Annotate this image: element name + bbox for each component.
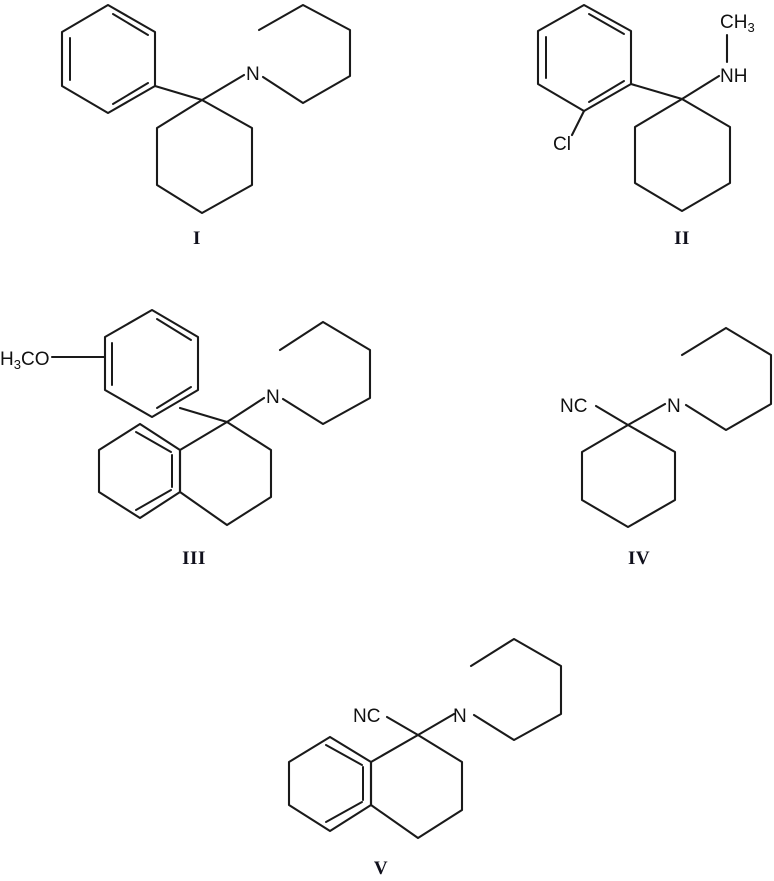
aromatic-ring-V xyxy=(287,735,373,833)
structure-II: Cl NH CH3 xyxy=(536,3,755,213)
cyclohexane-ring-II xyxy=(633,97,732,213)
bond-quaternary-amine-II xyxy=(680,74,721,101)
structure-V: NC N xyxy=(287,637,563,840)
nitrogen-label-I: N xyxy=(246,64,260,85)
bond-aryl-quaternary-II xyxy=(629,82,684,101)
structure-label-IV: IV xyxy=(627,548,651,569)
cyclohexane-ring-I xyxy=(155,98,254,215)
methoxyphenyl-ring-III xyxy=(103,308,200,419)
bond-quaternary-nitrile-V xyxy=(385,715,420,737)
benzene-ring-I xyxy=(60,3,157,115)
structure-III: H3CO N xyxy=(0,308,372,527)
piperidine-ring-III xyxy=(278,320,372,426)
piperidine-ring-I xyxy=(257,3,352,105)
bond-aryl-chlorine-II xyxy=(570,109,586,137)
benzene-ring-II xyxy=(536,3,633,113)
piperidine-ring-V xyxy=(469,637,563,742)
saturated-ring-V xyxy=(369,733,464,840)
amine-label-II: NH xyxy=(720,66,747,87)
structure-I: N xyxy=(60,3,352,215)
saturated-ring-III xyxy=(178,420,273,527)
structure-label-III: III xyxy=(182,548,206,569)
bond-quaternary-nitrogen-IV xyxy=(626,402,667,427)
bond-quaternary-nitrogen-V xyxy=(416,712,456,737)
nitrogen-label-V: N xyxy=(453,706,467,727)
nitrogen-label-III: N xyxy=(266,387,280,408)
bond-quaternary-nitrogen-I xyxy=(200,73,246,102)
bond-phenyl-quaternary-I xyxy=(153,84,204,102)
bond-quaternary-nitrogen-III xyxy=(225,396,266,424)
structure-label-I: I xyxy=(193,228,201,249)
methyl-label-II: CH3 xyxy=(720,12,755,35)
cyclohexane-ring-IV xyxy=(580,423,677,529)
bond-quaternary-nitrile-IV xyxy=(594,404,630,427)
nitrogen-label-IV: N xyxy=(667,396,681,417)
methoxy-label-III: H3CO xyxy=(0,349,49,372)
aromatic-ring-III xyxy=(97,422,182,520)
piperidine-ring-IV xyxy=(680,326,773,432)
structure-IV: NC N xyxy=(560,326,773,529)
structure-label-V: V xyxy=(373,858,389,879)
chlorine-label-II: Cl xyxy=(553,134,571,155)
nitrile-label-V: NC xyxy=(353,706,380,727)
nitrile-label-IV: NC xyxy=(560,396,587,417)
bond-aryl-quaternary-III xyxy=(178,406,229,424)
structure-label-II: II xyxy=(674,228,690,249)
